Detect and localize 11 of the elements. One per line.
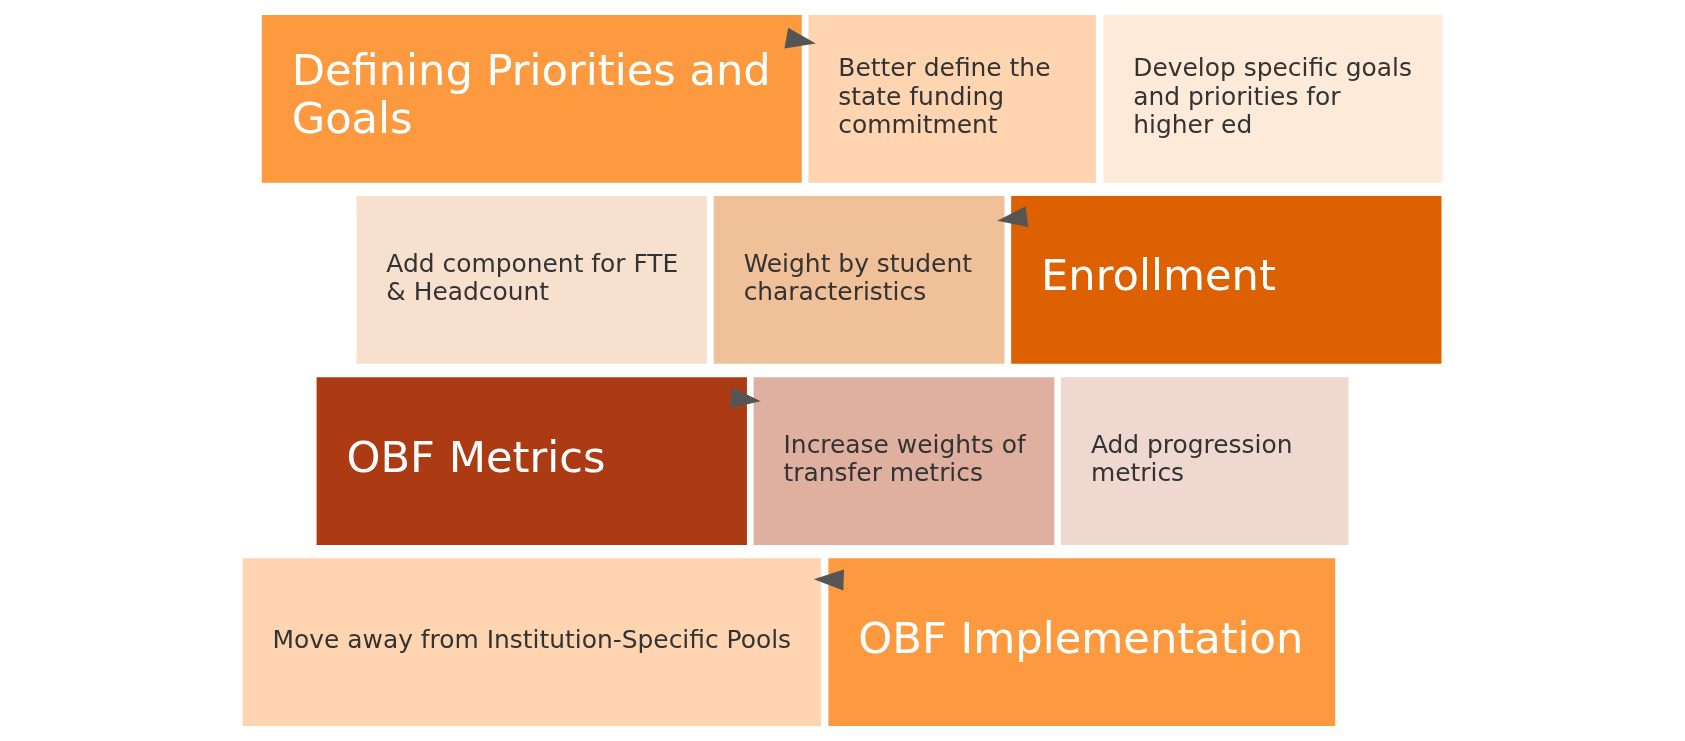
node-box: Add progression metrics (1061, 377, 1349, 545)
node-box: Better define the state funding commitment (808, 14, 1096, 183)
arrow (784, 27, 816, 49)
arrow (813, 569, 844, 591)
node-box: Develop specific goals and priorities for higher ed (1103, 14, 1443, 183)
arrow (997, 206, 1029, 228)
node-box: Weight by student characteristics (713, 196, 1005, 364)
arrow (729, 387, 761, 409)
node-box: Increase weights of transfer metrics (753, 377, 1055, 545)
node-box: Move away from Institution-Specific Pools (242, 558, 821, 727)
node-box: Add component for FTE & Headcount (356, 196, 708, 364)
